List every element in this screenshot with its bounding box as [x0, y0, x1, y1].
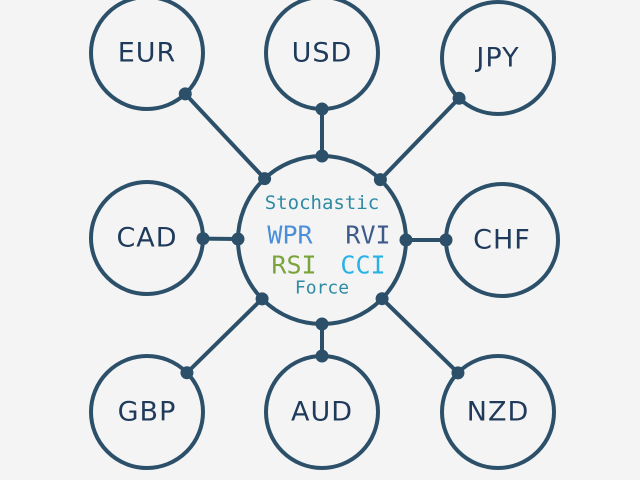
currency-label-eur: EUR [118, 38, 177, 69]
node-dot-aud [315, 349, 329, 363]
currency-label-aud: AUD [291, 397, 353, 428]
node-dot-cad [196, 232, 210, 246]
indicator-rsi: RSI [271, 251, 316, 280]
node-dot-eur [178, 87, 192, 101]
hub-dot-chf [399, 233, 413, 247]
currency-node-eur [89, 0, 205, 111]
connector-eur [183, 92, 267, 181]
node-dot-chf [439, 233, 453, 247]
hub-dot-jpy [373, 173, 387, 187]
currency-label-usd: USD [292, 38, 353, 69]
indicator-labels: Stochastic WPR RVI RSI CCI Force [265, 192, 391, 299]
node-dot-nzd [451, 366, 465, 380]
connector-nzd [380, 297, 460, 375]
node-dot-jpy [452, 91, 466, 105]
hub-dot-aud [315, 317, 329, 331]
node-dot-usd [315, 102, 329, 116]
currency-nodes: EUR USD JPY CAD CHF GBP AUD NZD [89, 0, 560, 470]
connector-dots [178, 87, 466, 380]
hub-dot-eur [258, 172, 272, 186]
currency-node-nzd [440, 354, 556, 470]
indicator-rvi: RVI [345, 221, 390, 250]
connector-gbp [185, 297, 264, 375]
indicator-wpr: WPR [267, 221, 313, 250]
currency-node-jpy [440, 0, 556, 116]
node-dot-gbp [180, 366, 194, 380]
currency-label-chf: CHF [473, 225, 531, 256]
hub-dot-nzd [375, 292, 389, 306]
connector-lines [183, 92, 461, 375]
connector-jpy [378, 96, 461, 182]
currency-label-jpy: JPY [474, 43, 519, 74]
indicator-stochastic: Stochastic [265, 192, 379, 214]
indicator-cci: CCI [340, 251, 385, 280]
indicator-force: Force [295, 278, 349, 299]
hub-dot-cad [231, 232, 245, 246]
hub-dot-usd [315, 149, 329, 163]
currency-label-nzd: NZD [467, 397, 529, 428]
currency-node-gbp [89, 354, 205, 470]
hub-dot-gbp [255, 292, 269, 306]
currency-label-cad: CAD [116, 223, 177, 254]
currency-label-gbp: GBP [118, 397, 177, 428]
